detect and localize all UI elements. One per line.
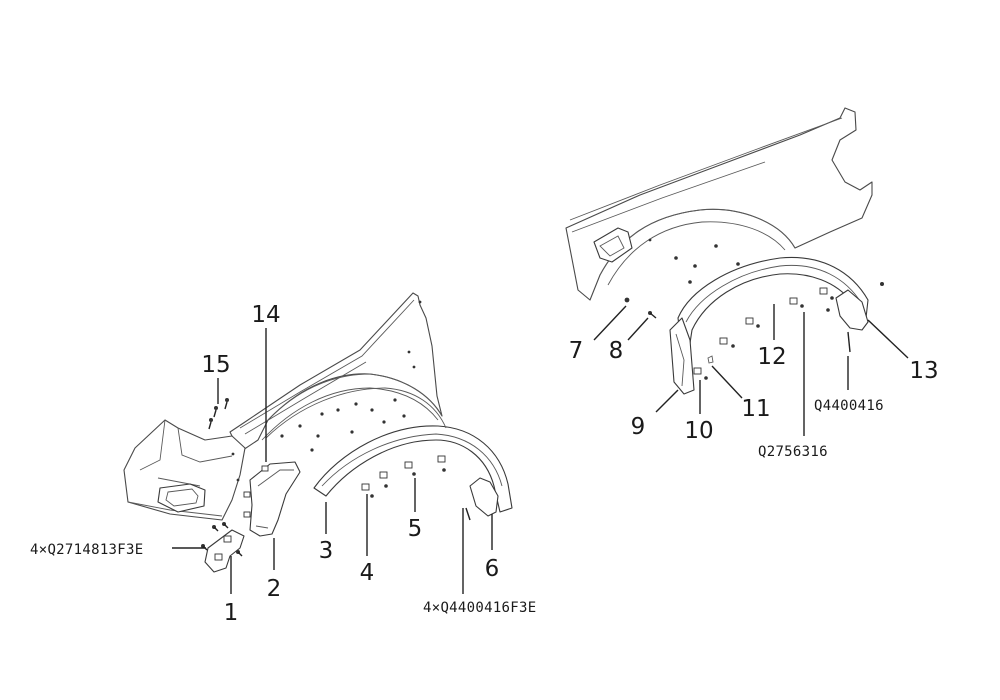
screw-7 [624, 297, 630, 303]
screw-8 [648, 311, 657, 319]
callout-11: 11 [741, 396, 770, 422]
front-fender-assembly [123, 292, 513, 573]
callout-9: 9 [631, 414, 646, 440]
callout-2: 2 [267, 576, 282, 602]
callout-1: 1 [224, 600, 239, 626]
splash-liner [265, 387, 447, 439]
leader-lines [172, 304, 909, 594]
part-codes: 4×Q2714813F3E 4×Q4400416F3E Q2756316 Q44… [30, 398, 884, 616]
callout-13: 13 [909, 358, 938, 384]
callout-12: 12 [757, 344, 786, 370]
callout-7: 7 [569, 338, 584, 364]
quarter-fasteners [648, 238, 884, 286]
code-front-bracket-screws: 4×Q2714813F3E [30, 542, 143, 558]
callout-4: 4 [360, 560, 375, 586]
splash-piece-part-13 [835, 289, 869, 331]
callout-15: 15 [201, 352, 230, 378]
rear-quarter-assembly [565, 107, 884, 395]
callout-8: 8 [609, 338, 624, 364]
wheel-arch-flare-part-3 [313, 425, 513, 513]
fuel-door [593, 227, 633, 263]
clips-part-10-11 [693, 287, 834, 380]
splash-piece-part-6 [469, 477, 499, 517]
callout-14: 14 [251, 302, 280, 328]
callout-10: 10 [684, 418, 713, 444]
code-rear-screw: Q4400416 [814, 398, 884, 414]
bracket-part-1 [201, 522, 245, 573]
code-rear-clip: Q2756316 [758, 444, 828, 460]
callout-3: 3 [319, 538, 334, 564]
callout-numbers: 14 15 1 2 3 4 5 6 7 8 9 10 11 12 13 [201, 302, 938, 626]
callout-6: 6 [485, 556, 500, 582]
liner-fasteners [280, 398, 406, 452]
flare-end-part-9 [669, 317, 695, 395]
mud-flap-part-2 [249, 461, 301, 537]
callout-5: 5 [408, 516, 423, 542]
screw-15 [208, 398, 229, 430]
code-front-liner-screws: 4×Q4400416F3E [423, 600, 536, 616]
clips-part-4-5 [361, 455, 446, 498]
